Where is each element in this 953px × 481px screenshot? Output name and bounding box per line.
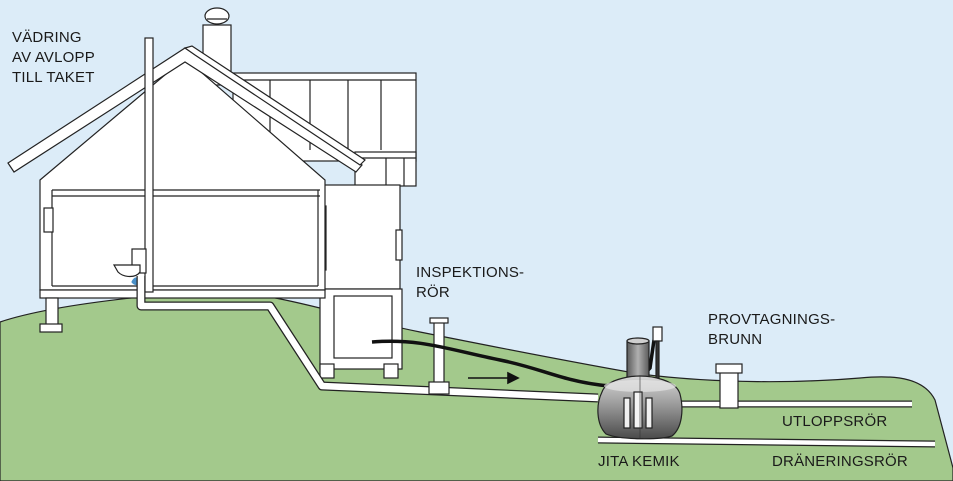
sampling-label-line-1: PROVTAGNINGS- xyxy=(708,311,836,328)
tank-riser xyxy=(626,337,650,386)
inspection-label: INSPEKTIONS- RÖR xyxy=(416,263,524,303)
control-box xyxy=(652,326,663,382)
tank-label-text: JITA KEMIK xyxy=(598,453,680,470)
vent-label-line-3: TILL TAKET xyxy=(12,69,95,86)
vent-label: VÄDRING AV AVLOPP TILL TAKET xyxy=(12,28,95,88)
right-arrow-icon xyxy=(468,371,520,385)
vent-label-line-2: AV AVLOPP xyxy=(12,49,95,66)
outlet-label-text: UTLOPPSRÖR xyxy=(782,413,888,430)
outlet-label: UTLOPPSRÖR xyxy=(782,412,887,432)
drainage-label-text: DRÄNERINGSRÖR xyxy=(772,453,908,470)
roof xyxy=(7,45,366,173)
jita-kemik-tank xyxy=(597,375,683,440)
side-volume xyxy=(317,184,403,379)
inspection-label-line-1: INSPEKTIONS- xyxy=(416,264,525,281)
vent-label-line-1: VÄDRING xyxy=(12,29,82,46)
tank-label: JITA KEMIK xyxy=(598,452,680,472)
inspection-pipe xyxy=(428,317,450,395)
toilet-icon xyxy=(112,248,147,286)
vent-pipe xyxy=(144,37,154,293)
main-house xyxy=(39,57,326,333)
sampling-well xyxy=(715,363,743,409)
inspection-label-line-2: RÖR xyxy=(416,284,450,301)
sampling-label: PROVTAGNINGS- BRUNN xyxy=(708,310,835,350)
drainage-label: DRÄNERINGSRÖR xyxy=(772,452,908,472)
sampling-label-line-2: BRUNN xyxy=(708,331,763,348)
